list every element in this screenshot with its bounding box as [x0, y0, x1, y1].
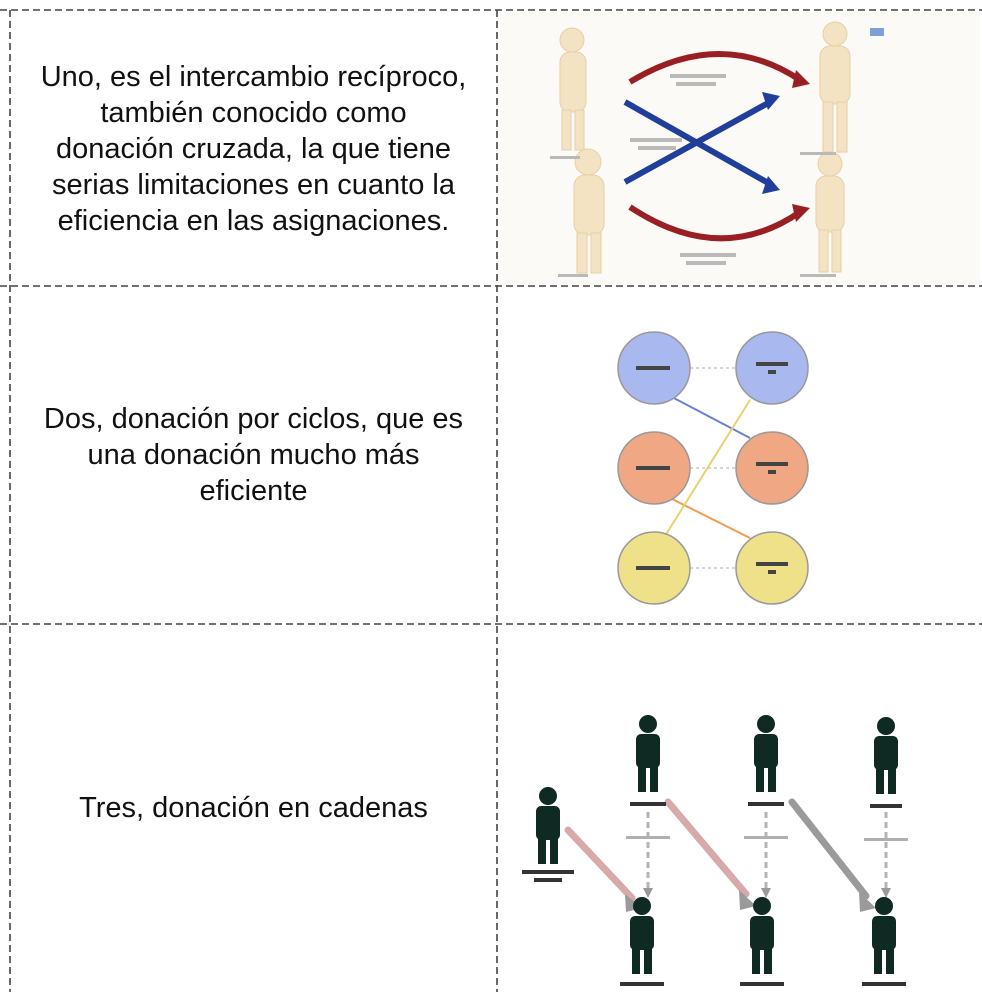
row-1-line-2: también conocido como	[100, 97, 407, 129]
row-3-image-chain-donation	[500, 626, 980, 990]
row-1-line-5: eficiencia en las asignaciones.	[57, 205, 450, 237]
person-figures	[559, 21, 851, 274]
row-1-text: Uno, es el intercambio recíproco, tambié…	[12, 14, 495, 284]
candidate-c-node	[735, 531, 809, 605]
node-label-marks	[636, 362, 788, 574]
row-3-line-1: Tres, donación en cadenas	[79, 792, 428, 824]
row-1-line-4: serias limitaciones en cuanto la	[52, 169, 455, 201]
row-2-line-2: una donación mucho más	[87, 439, 420, 471]
cycle-links	[659, 395, 751, 545]
incompatible-arcs	[628, 51, 802, 242]
row-1-line-1: Uno, es el intercambio recíproco,	[40, 61, 467, 93]
row-1-image-reciprocal-exchange	[500, 12, 980, 284]
node-circles	[617, 331, 809, 605]
donor-a-figure	[559, 27, 587, 151]
recipient-b-figure	[815, 151, 845, 273]
row-2-line-3: eficiente	[199, 475, 308, 507]
dotted-links	[690, 367, 736, 569]
candidate-b-node	[735, 431, 809, 505]
donor-b-figure	[573, 148, 605, 274]
candidate-a-node	[735, 331, 809, 405]
row-2-line-1: Dos, donación por ciclos, que es	[43, 403, 464, 435]
small-logo-mark	[870, 28, 884, 36]
compatible-cross	[623, 99, 772, 187]
row-2-text: Dos, donación por ciclos, que es una don…	[12, 288, 495, 622]
person-label-marks	[522, 802, 906, 986]
row-1-line-3: donación cruzada, la que tiene	[55, 133, 451, 165]
row-2-image-cycle-donation	[500, 288, 980, 622]
recipient-a-figure	[819, 21, 851, 153]
row-3-text: Tres, donación en cadenas	[12, 626, 495, 990]
chain-arrows	[564, 798, 870, 902]
faint-labels	[550, 74, 836, 277]
incompatible-dashes	[646, 812, 888, 888]
